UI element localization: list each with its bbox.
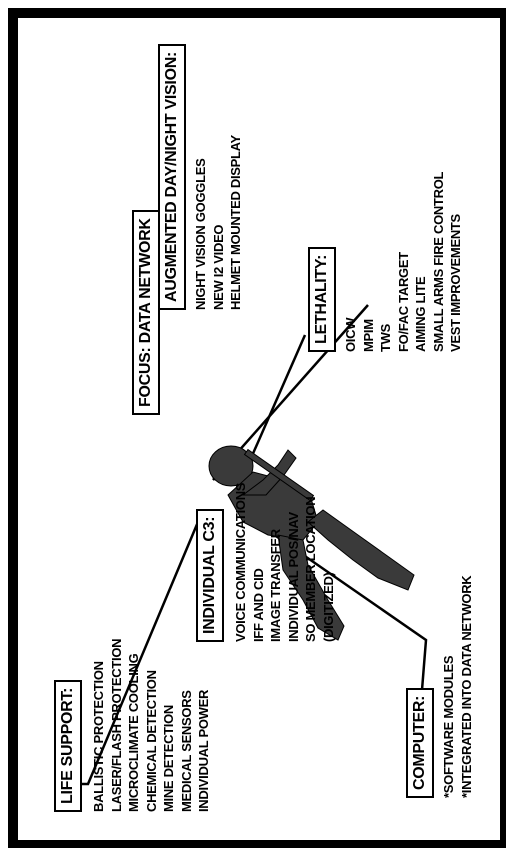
list-item: IFF AND CID (250, 568, 266, 643)
vision-title: AUGMENTED DAY/NIGHT VISION: (158, 44, 186, 310)
list-item: IMAGE TRANSFER (268, 529, 283, 642)
soldier-arm (241, 449, 297, 496)
list-item: BALLISTIC PROTECTION (91, 661, 106, 812)
list-item: VEST IMPROVEMENTS (448, 214, 463, 352)
list-item: (DIGITIZED) (320, 572, 336, 642)
list-item: MEDICAL SENSORS (178, 690, 194, 812)
list-item: INDIVIDUAL POWER (196, 689, 211, 812)
list-item: INDIVIDUAL POS/NAV (285, 512, 301, 642)
focus-title: FOCUS: DATA NETWORK (132, 210, 160, 415)
list-item: MICROCLIMATE COOLING (126, 653, 141, 812)
soldier-figure (208, 445, 415, 641)
list-item: CHEMICAL DETECTION (143, 670, 159, 812)
line-lethality (246, 334, 307, 466)
list-item: *INTEGRATED INTO DATA NETWORK (458, 575, 474, 798)
list-item: OICW (343, 317, 358, 352)
individual-c3-title: INDIVIDUAL C3: (196, 508, 224, 642)
soldier-left-leg (277, 534, 345, 641)
list-item: SMALL ARMS FIRE CONTROL (430, 171, 446, 352)
list-item: AIMING LITE (413, 276, 428, 352)
computer-title: COMPUTER: (406, 687, 434, 798)
rotated-diagram: FOCUS: DATA NETWORK LIFE SUPPORT: BALLIS… (18, 18, 500, 840)
list-item: MPIM (360, 319, 376, 352)
lethality-title: LETHALITY: (308, 246, 336, 352)
outer-frame: FOCUS: DATA NETWORK LIFE SUPPORT: BALLIS… (8, 8, 506, 848)
list-item: HELMET MOUNTED DISPLAY (228, 135, 243, 310)
connector-lines (80, 304, 428, 786)
soldier-helmet (208, 445, 254, 487)
list-item: FO/FAC TARGET (395, 252, 411, 352)
diagram-area: FOCUS: DATA NETWORK LIFE SUPPORT: BALLIS… (18, 18, 500, 840)
vision-list: NIGHT VISION GOGGLES NEW I2 VIDEO HELMET… (192, 135, 245, 310)
soldier-rifle (243, 448, 315, 502)
list-item: MINE DETECTION (161, 704, 176, 812)
list-item: SO MEMBER LOCATION (303, 496, 318, 642)
lethality-list: OICW MPIM TWS FO/FAC TARGET AIMING LITE … (342, 172, 465, 352)
list-item: VOICE COMMUNICATIONS (233, 482, 248, 642)
individual-c3-list: VOICE COMMUNICATIONS IFF AND CID IMAGE T… (232, 483, 337, 642)
list-item: TWS (378, 324, 393, 352)
computer-list: *SOFTWARE MODULES *INTEGRATED INTO DATA … (440, 576, 475, 798)
line-life-support (80, 509, 205, 786)
life-support-list: BALLISTIC PROTECTION LASER/FLASH PROTECT… (90, 639, 213, 812)
list-item: NEW I2 VIDEO (210, 224, 226, 310)
soldier-right-leg (307, 509, 415, 591)
list-item: LASER/FLASH PROTECTION (108, 638, 124, 812)
life-support-title: LIFE SUPPORT: (54, 679, 82, 812)
list-item: NIGHT VISION GOGGLES (193, 158, 208, 310)
list-item: *SOFTWARE MODULES (441, 655, 456, 798)
